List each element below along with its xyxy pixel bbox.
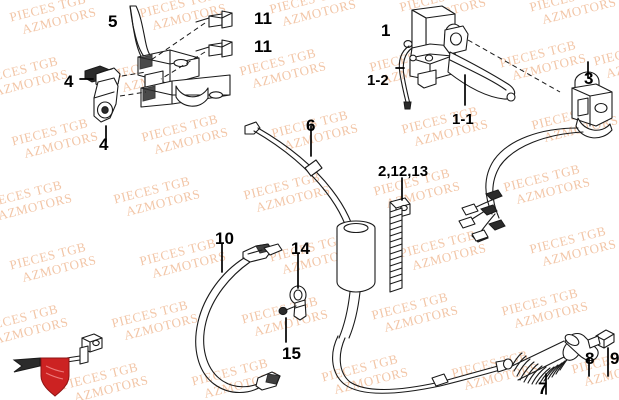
callout-label-adjuster-nut[interactable]: 9: [610, 349, 619, 368]
callout-label-cable-barrel-end[interactable]: 8: [585, 349, 595, 368]
part-10-wiring-lead: [195, 243, 283, 394]
part-4-cable-clamps: [79, 65, 147, 143]
callout-label-cable-clamp-lower[interactable]: 4: [99, 135, 109, 154]
part-2-12-13-grip: [389, 177, 411, 293]
callout-label-pivot-bolt-lower[interactable]: 11: [254, 37, 272, 56]
part-15-screw: [278, 305, 297, 343]
part-5-lever-bracket: [129, 5, 231, 108]
brand-shield-logo: [40, 357, 70, 397]
part-3-switch-housing: [571, 61, 613, 139]
callout-label-master-cylinder-assembly[interactable]: 1: [381, 21, 391, 40]
callout-label-cable-clamp-upper[interactable]: 4: [64, 72, 74, 91]
callout-label-grip-and-fasteners[interactable]: 2,12,13: [378, 163, 429, 180]
cable-clamp-lower: [93, 77, 119, 123]
part-11-pivot-bolts: [150, 10, 233, 80]
callout-label-pivot-bolt-upper[interactable]: 11: [254, 9, 272, 28]
part-1-2-switch-lead: [395, 45, 413, 110]
part-8-cable-barrel: [562, 333, 599, 377]
part-14-cable-guide: [289, 253, 307, 321]
pivot-bolt-upper: [195, 10, 233, 29]
part-9-adjuster-nut: [587, 329, 615, 377]
lower-cable-run: [332, 335, 514, 394]
callout-label-brake-light-switch-lead[interactable]: 1-2: [367, 72, 389, 89]
callout-label-cable-guide[interactable]: 14: [291, 239, 310, 258]
callout-label-brake-lever-and-bracket[interactable]: 5: [108, 12, 118, 31]
part-7-return-spring: [511, 340, 571, 395]
callout-label-throttle-cable[interactable]: 6: [306, 116, 316, 135]
callout-label-brake-lever[interactable]: 1-1: [452, 111, 474, 128]
part-3-wiring-harness: [458, 127, 584, 243]
part-6-throttle-cable: [244, 121, 376, 339]
callout-label-screw[interactable]: 15: [282, 344, 301, 363]
callout-label-wiring-lead[interactable]: 10: [215, 229, 234, 248]
callout-label-return-spring[interactable]: 7: [538, 379, 548, 398]
callout-label-handlebar-switch-housing[interactable]: 3: [584, 69, 594, 88]
part-1-1-brake-lever: [447, 51, 516, 106]
part-1-master-cylinder: [403, 5, 561, 93]
pivot-bolt-lower: [195, 39, 233, 58]
